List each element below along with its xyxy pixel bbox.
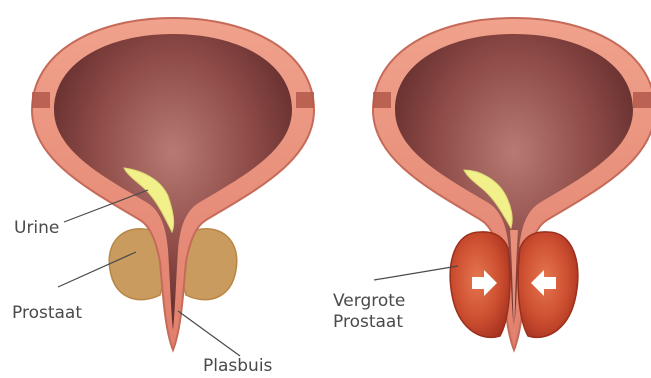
- vergrote-prostaat-leader-line: [374, 266, 458, 280]
- enlarged-prostate-illustration: [373, 18, 651, 350]
- label-prostaat: Prostaat: [12, 303, 82, 324]
- label-vergrote-prostaat: Vergrote Prostaat: [333, 291, 405, 333]
- label-plasbuis: Plasbuis: [203, 356, 272, 377]
- plasbuis-leader-line: [178, 311, 240, 356]
- label-vergrote-line2: Prostaat: [333, 312, 405, 333]
- label-vergrote-line1: Vergrote: [333, 291, 405, 312]
- label-urine: Urine: [14, 218, 59, 239]
- enlarged-prostate-gland: [450, 230, 578, 345]
